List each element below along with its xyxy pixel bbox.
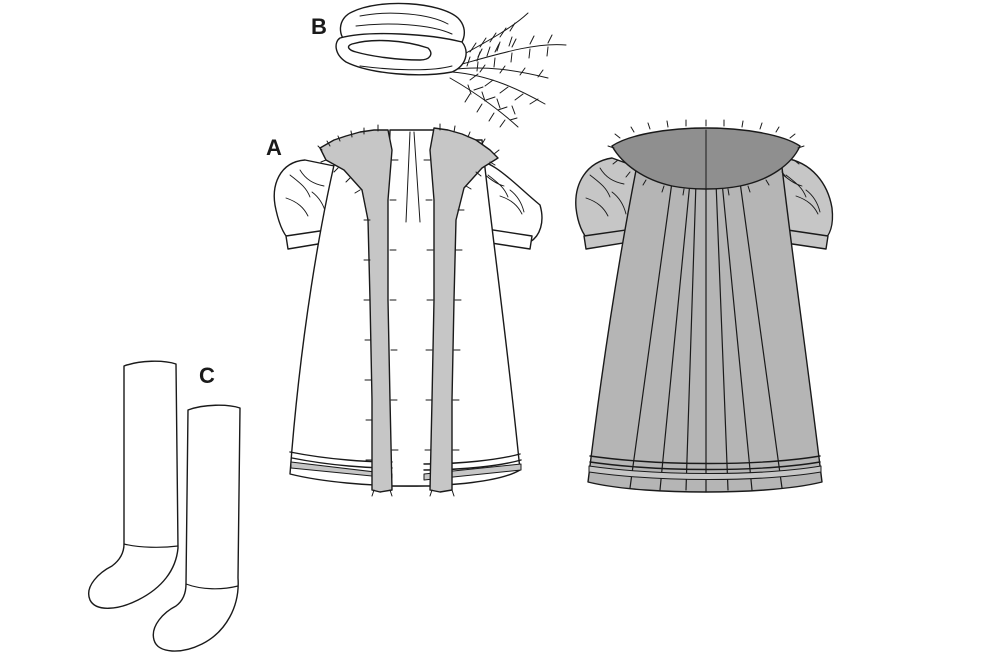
label-view-a: A (266, 135, 282, 160)
back-pleats (629, 149, 783, 493)
stockings-view-c (88, 360, 241, 652)
back-hem-bands (588, 455, 822, 480)
label-view-c: C (199, 363, 215, 388)
stocking-front (152, 404, 241, 652)
front-right-fur-lapel (429, 127, 499, 493)
front-view-a (273, 123, 543, 497)
stocking-back (88, 360, 179, 609)
back-view (575, 119, 834, 493)
hat-brim-fold (347, 39, 432, 61)
front-left-fur-lapel (319, 129, 393, 493)
label-view-b: B (311, 14, 327, 39)
hat-feathers (447, 12, 567, 128)
hat-view-b (335, 2, 567, 128)
